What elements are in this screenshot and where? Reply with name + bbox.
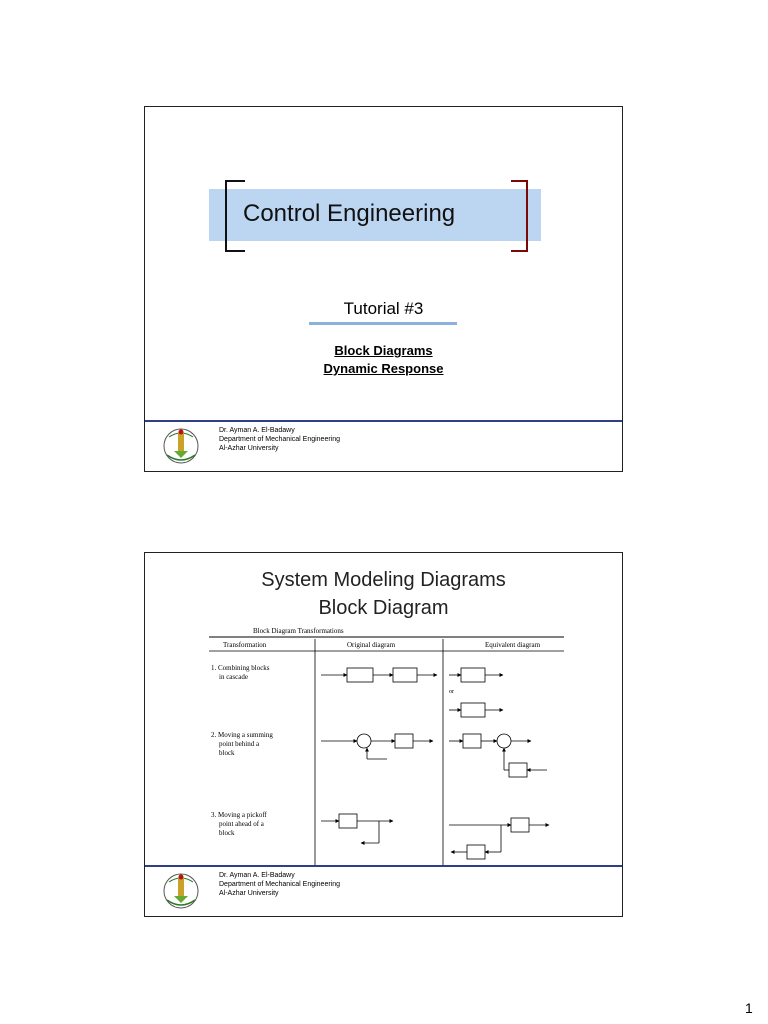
header-transformation: Transformation — [223, 641, 267, 649]
row2-label-line2: point behind a — [219, 740, 260, 748]
subtitle-block-diagrams: Block Diagrams — [334, 343, 433, 358]
row2-label-line1: 2. Moving a summing — [211, 731, 273, 739]
footer-department: Department of Mechanical Engineering — [219, 881, 341, 888]
footer-author: Dr. Ayman A. El-Badawy — [219, 872, 295, 879]
slide-1: Control Engineering Tutorial #3 Block Di… — [144, 106, 623, 472]
header-original: Original diagram — [347, 641, 396, 649]
header-equivalent: Equivalent diagram — [485, 641, 541, 649]
title-band — [209, 189, 541, 241]
right-bracket — [511, 180, 528, 252]
footer-university: Al-Azhar University — [219, 445, 279, 452]
left-bracket — [225, 180, 245, 252]
row1-label-line2: in cascade — [219, 673, 248, 681]
subtitle-dynamic-response: Dynamic Response — [323, 361, 444, 376]
table-caption: Block Diagram Transformations — [253, 627, 344, 635]
row3-equivalent-diagram — [449, 817, 550, 860]
slide2-title-line2: Block Diagram — [318, 597, 449, 619]
slide2-footer: Dr. Ayman A. El-Badawy Department of Mec… — [145, 865, 622, 916]
university-seal-icon — [163, 428, 199, 464]
slide-footer: Dr. Ayman A. El-Badawy Department of Mec… — [145, 420, 622, 471]
row2-equivalent-diagram — [449, 733, 547, 778]
footer-university: Al-Azhar University — [219, 890, 279, 897]
or-text: or — [449, 689, 454, 695]
page-number: 1 — [745, 1000, 753, 1016]
row1-equivalent-diagram — [449, 667, 504, 718]
row3-original-diagram — [321, 813, 394, 845]
row3-label-line1: 3. Moving a pickoff — [211, 811, 268, 819]
tutorial-underline — [309, 322, 457, 325]
row1-original-diagram — [321, 667, 438, 683]
row2-label-line3: block — [219, 749, 235, 757]
row1-label-line1: 1. Combining blocks — [211, 664, 270, 672]
footer-author: Dr. Ayman A. El-Badawy — [219, 427, 295, 434]
tutorial-label: Tutorial #3 — [343, 299, 424, 318]
slide-title: Control Engineering — [243, 200, 456, 227]
slide2-title-line1: System Modeling Diagrams — [261, 569, 506, 591]
footer-department: Department of Mechanical Engineering — [219, 436, 341, 443]
row2-original-diagram — [321, 733, 434, 760]
university-seal-icon — [163, 873, 199, 909]
row3-label-line2: point ahead of a — [219, 820, 265, 828]
slide-2: System Modeling Diagrams Block Diagram B… — [144, 552, 623, 917]
block-diagram-transformations-table: Block Diagram Transformations Transforma… — [209, 627, 564, 865]
row3-label-line3: block — [219, 829, 235, 837]
